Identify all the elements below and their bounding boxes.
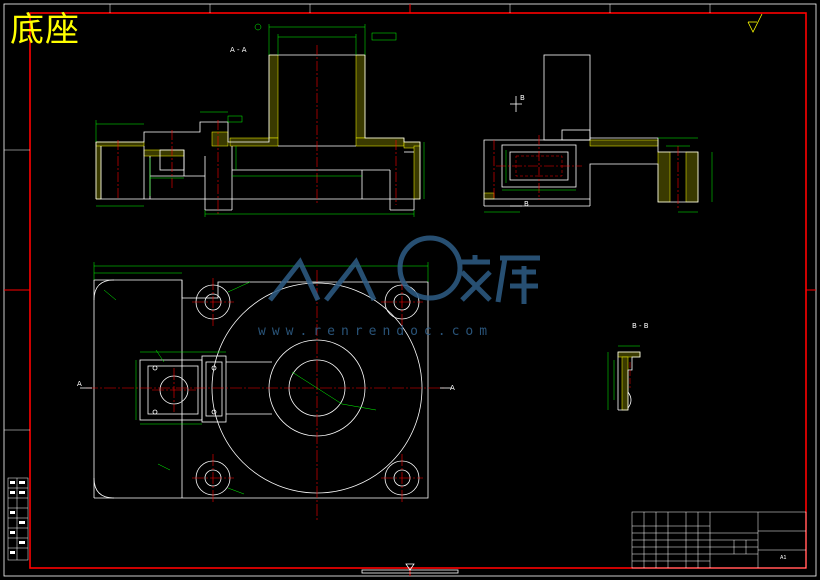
left-revision-strip <box>7 477 29 561</box>
section-a-a-view <box>95 23 425 217</box>
plan-view <box>80 262 452 520</box>
section-mark-b-bottom: B <box>524 200 529 208</box>
side-centerlines <box>493 135 679 210</box>
watermark-logo-icon <box>268 235 540 304</box>
drawing-title: 底座 <box>10 10 80 50</box>
section-a-a-centerlines <box>117 45 397 215</box>
plan-outline <box>93 279 429 499</box>
section-a-a-outline <box>95 54 421 211</box>
side-dimensions <box>484 137 713 213</box>
hatch-regions <box>95 54 421 200</box>
bottom-arrow-icon <box>361 563 459 574</box>
section-cut-b-marks <box>510 96 522 207</box>
section-mark-a-left: A <box>77 380 82 388</box>
section-a-a-dimensions <box>95 23 425 217</box>
plan-centerlines <box>86 270 446 520</box>
section-a-a-label: A - A <box>230 46 247 54</box>
plan-dimensions <box>93 262 429 495</box>
roughness-symbol-icon <box>747 13 763 33</box>
sheet-size-label: A1 <box>780 555 787 561</box>
section-mark-b-top: B <box>520 94 525 102</box>
section-b-b-view <box>607 345 641 411</box>
title-block <box>631 511 807 569</box>
side-section-view <box>483 54 713 213</box>
section-b-b-label: B - B <box>632 322 649 330</box>
zone-ticks <box>4 4 711 431</box>
watermark-text: www.renrendoc.com <box>258 324 494 339</box>
section-mark-a-right: A <box>450 384 455 392</box>
